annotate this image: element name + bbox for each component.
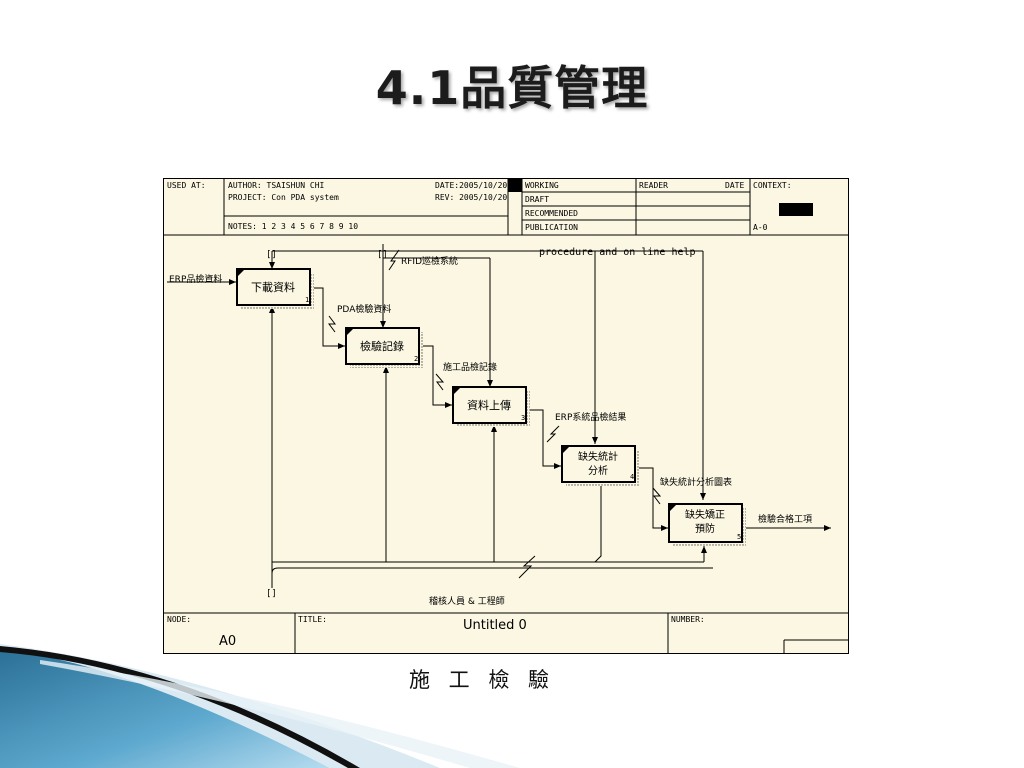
- project-text: PROJECT: Con PDA system: [228, 193, 339, 202]
- working-checkbox: [508, 178, 522, 192]
- box-2-number: 2: [414, 355, 418, 363]
- activity-box-3: 資料上傳 3: [452, 386, 530, 427]
- notes-text: NOTES: 1 2 3 4 5 6 7 8 9 10: [228, 222, 358, 231]
- reader-label: READER: [639, 181, 668, 190]
- rev-text: REV: 2005/10/20: [435, 193, 507, 202]
- box-4-number: 4: [630, 473, 634, 481]
- activity-box-5: 缺失矯正 預防 5: [668, 503, 746, 546]
- control-arrows: [269, 244, 706, 500]
- context-box: [779, 203, 813, 216]
- output-label: 檢驗合格工項: [758, 513, 812, 525]
- pda-data-label: PDA檢驗資料: [337, 303, 391, 315]
- decorative-swoosh: [0, 644, 520, 768]
- personnel-label: 稽核人員 & 工程師: [429, 595, 505, 607]
- box-3-label: 資料上傳: [467, 398, 511, 412]
- title-label: TITLE:: [298, 615, 327, 624]
- record-squiggle: [435, 373, 445, 391]
- box-5-number: 5: [737, 533, 741, 541]
- erp-result-label: ERP系統品檢結果: [555, 411, 626, 423]
- used-at-label: USED AT:: [167, 181, 206, 190]
- footer-block: NODE: A0 TITLE: Untitled 0 NUMBER:: [163, 612, 849, 654]
- title-value: Untitled 0: [463, 618, 527, 633]
- flow-arrows: [167, 279, 831, 531]
- pda-squiggle: [328, 315, 336, 333]
- working-label: WORKING: [525, 181, 559, 190]
- node-value: A0: [219, 634, 236, 649]
- author-text: AUTHOR: TSAISHUN CHI: [228, 181, 325, 190]
- mechanism-arrows: [269, 306, 713, 588]
- rfid-label: RFID巡檢系統: [401, 255, 458, 267]
- date-text: DATE:2005/10/20: [435, 181, 507, 190]
- activity-box-1: 下載資料 1: [236, 268, 314, 309]
- result-squiggle: [546, 425, 560, 443]
- tunnel-top-2: []: [377, 250, 388, 260]
- context-label: CONTEXT:: [753, 181, 792, 190]
- tunnel-top-1: []: [266, 250, 277, 260]
- box-1-label: 下載資料: [251, 280, 295, 294]
- erp-input-label: ERP品檢資料: [169, 273, 222, 285]
- box-1-number: 1: [305, 296, 309, 304]
- box-3-number: 3: [521, 414, 525, 422]
- activity-box-4: 缺失統計 分析 4: [561, 445, 639, 486]
- chart-squiggle: [652, 487, 662, 505]
- date2-label: DATE: [725, 181, 744, 190]
- box-4-label-line1: 缺失統計: [578, 450, 618, 463]
- rfid-squiggle: [388, 249, 400, 271]
- box-4-label-line2: 分析: [588, 464, 608, 477]
- activity-box-2: 檢驗記錄 2: [345, 327, 423, 368]
- draft-label: DRAFT: [525, 195, 549, 204]
- idef0-diagram: USED AT: AUTHOR: TSAISHUN CHI PROJECT: C…: [163, 178, 849, 654]
- publication-label: PUBLICATION: [525, 223, 578, 232]
- tunnel-bottom: []: [266, 589, 277, 599]
- box-2-label: 檢驗記錄: [360, 339, 404, 353]
- construction-record-label: 施工品檢記錄: [443, 361, 497, 373]
- node-ref-label: A-0: [753, 223, 768, 232]
- header-block: USED AT: AUTHOR: TSAISHUN CHI PROJECT: C…: [163, 178, 849, 236]
- node-label: NODE:: [167, 615, 191, 624]
- box-5-label-line2: 預防: [695, 522, 715, 535]
- number-label: NUMBER:: [671, 615, 705, 624]
- box-5-label-line1: 缺失矯正: [685, 508, 725, 521]
- defect-chart-label: 缺失統計分析圖表: [660, 476, 732, 488]
- recommended-label: RECOMMENDED: [525, 209, 578, 218]
- slide-title: 4.1品質管理: [375, 61, 649, 115]
- diagram-caption: 施 工 檢 驗: [408, 668, 556, 692]
- procedure-label: procedure and on line help: [539, 247, 696, 258]
